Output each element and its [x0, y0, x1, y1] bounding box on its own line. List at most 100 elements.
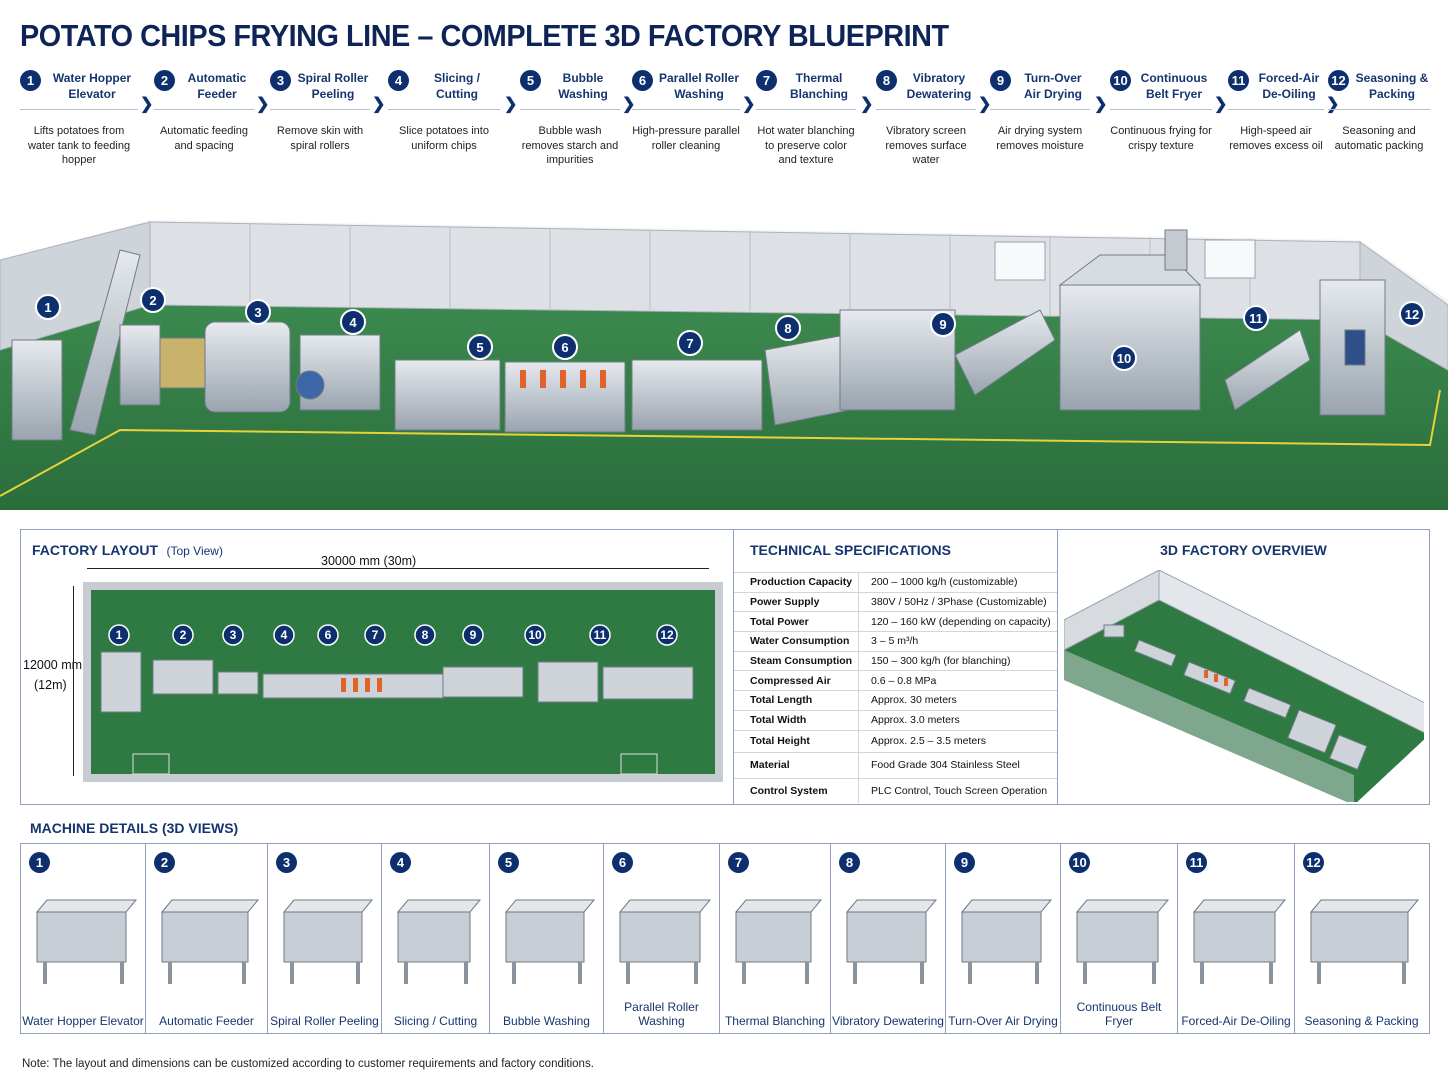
machine-badge: 11	[1186, 852, 1207, 873]
machine-label: Turn-Over Air Drying	[948, 1014, 1058, 1028]
spec-value: 380V / 50Hz / 3Phase (Customizable)	[858, 592, 1057, 612]
step-badge: 12	[1328, 70, 1349, 91]
machine-label: Forced-Air De-Oiling	[1181, 1014, 1291, 1028]
step-description: High-pressure parallel roller cleaning	[632, 125, 740, 152]
step-description: Remove skin with spiral rollers	[276, 125, 364, 152]
spec-value: 200 – 1000 kg/h (customizable)	[858, 573, 1057, 592]
factory-layout-panel: FACTORY LAYOUT (Top View) 30000 mm (30m)…	[20, 529, 734, 805]
svg-text:9: 9	[939, 317, 946, 332]
chevron-right-icon: ❯	[1326, 96, 1340, 113]
spec-key: Total Length	[750, 694, 813, 707]
spec-key: Production Capacity	[750, 576, 853, 589]
machine-badge: 1	[29, 852, 50, 873]
svg-text:6: 6	[325, 628, 332, 642]
footnote: Note: The layout and dimensions can be c…	[22, 1058, 594, 1070]
svg-text:1: 1	[44, 300, 51, 315]
machine-illustration	[35, 899, 138, 984]
machine-label: Water Hopper Elevator	[22, 1014, 144, 1028]
machine-illustration	[1192, 899, 1287, 984]
spec-key: Total Width	[750, 714, 807, 727]
machine-illustration	[504, 899, 596, 984]
step-badge: 7	[756, 70, 777, 91]
spec-key: Water Consumption	[750, 635, 850, 648]
step-badge: 9	[990, 70, 1011, 91]
step-description: Lifts potatoes from water tank to feedin…	[27, 125, 131, 166]
machine-illustration	[1075, 899, 1170, 984]
chevron-right-icon: ❯	[1094, 96, 1108, 113]
svg-text:1: 1	[116, 628, 123, 642]
spec-value: 150 – 300 kg/h (for blanching)	[858, 651, 1057, 671]
svg-text:5: 5	[476, 340, 483, 355]
spec-value: Approx. 30 meters	[858, 691, 1057, 710]
machine-badge: 10	[1069, 852, 1090, 873]
machine-badge: 5	[498, 852, 519, 873]
spec-value: 3 – 5 m³/h	[858, 632, 1057, 651]
step-label: Spiral Roller Peeling	[297, 71, 369, 101]
step-1: 1 Water Hopper Elevator Lifts potatoes fr…	[20, 70, 138, 168]
spec-row: Water Consumption 3 – 5 m³/h	[734, 632, 1057, 652]
page-title: POTATO CHIPS FRYING LINE – COMPLETE 3D F…	[20, 18, 949, 53]
step-description: Hot water blanching to preserve color an…	[757, 125, 855, 166]
machine-badge: 12	[1303, 852, 1324, 873]
machine-illustration	[960, 899, 1053, 984]
svg-text:12: 12	[1405, 307, 1419, 322]
machine-badge: 9	[954, 852, 975, 873]
chevron-right-icon: ❯	[140, 96, 154, 113]
svg-text:4: 4	[281, 628, 288, 642]
chevron-right-icon: ❯	[256, 96, 270, 113]
step-label: Forced-Air De-Oiling	[1258, 71, 1320, 101]
machine-label: Thermal Blanching	[724, 1014, 826, 1028]
step-label: Bubble Washing	[558, 71, 608, 101]
step-badge: 8	[876, 70, 897, 91]
chevron-right-icon: ❯	[860, 96, 874, 113]
step-badge: 6	[632, 70, 653, 91]
step-label: Slicing / Cutting	[433, 71, 480, 101]
specs-table: Production Capacity 200 – 1000 kg/h (cust…	[734, 572, 1057, 803]
layout-subtitle: (Top View)	[166, 544, 223, 558]
chevron-right-icon: ❯	[742, 96, 756, 113]
technical-specs-panel: TECHNICAL SPECIFICATIONS Production Capa…	[733, 529, 1058, 805]
svg-text:7: 7	[372, 628, 379, 642]
step-description: Bubble wash removes starch and impuritie…	[521, 125, 619, 166]
step-label: Water Hopper Elevator	[52, 71, 132, 101]
spec-value: Food Grade 304 Stainless Steel	[858, 752, 1057, 778]
machine-label: Automatic Feeder	[159, 1014, 254, 1028]
spec-key: Total Height	[750, 735, 810, 747]
length-dimension-label: 30000 mm (30m)	[321, 554, 417, 568]
step-label: Turn-Over Air Drying	[1023, 71, 1082, 101]
spec-value: Approx. 3.0 meters	[858, 710, 1057, 730]
overview-3d-illustration	[1064, 570, 1424, 802]
layout-top-view: 1 2 3 4 6 7 8 9 10 11 12	[83, 582, 723, 782]
machine-label: Slicing / Cutting	[393, 1014, 478, 1028]
svg-text:6: 6	[561, 340, 568, 355]
machine-illustration	[160, 899, 260, 984]
step-badge: 1	[20, 70, 41, 91]
svg-text:9: 9	[470, 628, 477, 642]
step-label: Continuous Belt Fryer	[1140, 71, 1208, 101]
step-label: Thermal Blanching	[789, 71, 848, 101]
machine-illustration	[734, 899, 823, 984]
svg-text:11: 11	[1249, 311, 1263, 326]
spec-key: Control System	[750, 784, 828, 797]
step-badge: 5	[520, 70, 541, 91]
spec-key: Total Power	[750, 615, 809, 628]
width-dimension-label: 12000 mm	[23, 658, 83, 672]
chevron-right-icon: ❯	[504, 96, 518, 113]
machine-badge: 6	[612, 852, 633, 873]
